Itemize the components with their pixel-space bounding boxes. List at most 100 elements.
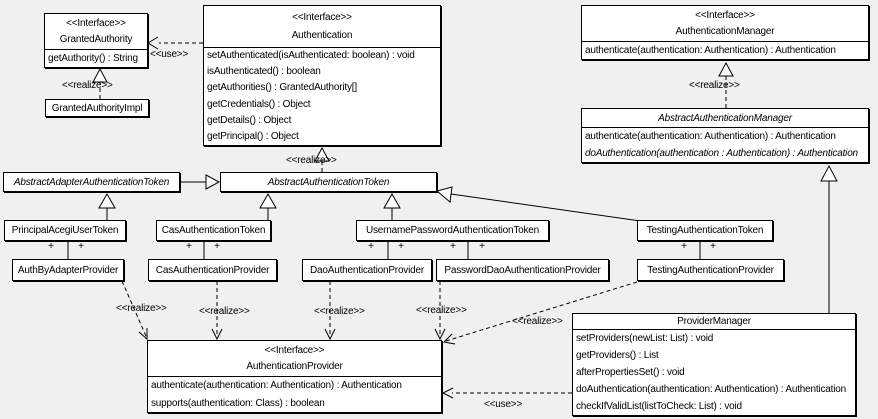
method-signature: doAuthentication(authentication : Authen… xyxy=(585,148,858,159)
class-name: GrantedAuthorityImpl xyxy=(51,102,143,114)
association-plus: + xyxy=(398,241,404,252)
class-testing-authentication-token: TestingAuthenticationToken xyxy=(637,220,773,241)
class-dao-authentication-provider: DaoAuthenticationProvider xyxy=(302,259,432,281)
method-signature: getPrincipal() : Object xyxy=(207,130,299,142)
edge-label-use: <<use>> xyxy=(484,399,523,410)
method-signature: isAuthenticated() : boolean xyxy=(207,66,321,78)
class-name: AuthenticationManager xyxy=(675,25,775,37)
class-name: ProviderManager xyxy=(677,316,751,327)
class-name: AbstractAuthenticationToken xyxy=(267,176,390,188)
class-cas-authentication-provider: CasAuthenticationProvider xyxy=(148,259,277,281)
edge-generalization-castoken xyxy=(259,192,277,220)
association-plus: + xyxy=(450,241,456,252)
association-plus: + xyxy=(479,241,485,252)
edge-generalization-usernamepasswordtoken xyxy=(383,192,401,220)
class-testing-authentication-provider: TestingAuthenticationProvider xyxy=(637,259,784,281)
method-signature: authenticate(authentication: Authenticat… xyxy=(151,380,402,391)
class-abstract-authentication-token: AbstractAuthenticationToken xyxy=(220,172,437,192)
stereotype-label: <<Interface>> xyxy=(264,345,325,357)
edge-label-realize: <<realize>> xyxy=(286,155,337,166)
class-name: UsernamePasswordAuthenticationToken xyxy=(365,225,540,236)
association-plus: + xyxy=(681,241,687,252)
edge-realize-casprovider xyxy=(211,281,223,341)
class-header: <<Interface>> AuthenticationProvider xyxy=(148,341,441,376)
method-signature: getCredentials() : Object xyxy=(207,98,311,110)
method-signature: getAuthorities() : GrantedAuthority[] xyxy=(207,82,357,94)
association-plus: + xyxy=(710,241,716,252)
class-auth-by-adapter-provider: AuthByAdapterProvider xyxy=(12,259,124,281)
class-header: AbstractAuthenticationManager xyxy=(582,109,868,127)
edge-realize-daoprovider xyxy=(324,281,336,341)
method-signature: authenticate(authentication: Authenticat… xyxy=(585,131,836,142)
class-header: <<Interface>> Authentication xyxy=(204,6,440,47)
edge-realize-abstracttoken-authentication xyxy=(314,146,330,172)
class-name: AbstractAuthenticationManager xyxy=(658,112,792,124)
class-name: TestingAuthenticationProvider xyxy=(647,264,774,276)
method-signature: getAuthority() : String xyxy=(48,53,138,64)
edge-realize-passworddaoprovider xyxy=(434,281,446,341)
class-name: AuthenticationProvider xyxy=(246,360,343,372)
association-plus: + xyxy=(48,241,54,252)
class-name: CasAuthenticationToken xyxy=(161,225,266,236)
stereotype-label: <<Interface>> xyxy=(292,12,352,24)
edge-label-realize: <<realize>> xyxy=(116,303,167,314)
class-abstract-adapter-authentication-token: AbstractAdapterAuthenticationToken xyxy=(3,172,180,192)
association-plus: + xyxy=(214,241,220,252)
class-cas-authentication-token: CasAuthenticationToken xyxy=(156,220,271,241)
class-name: PrincipalAcegiUserToken xyxy=(11,225,119,236)
method-signature: checkIfValidList(listToCheck: List) : vo… xyxy=(576,401,742,412)
edge-generalization-principaltoken xyxy=(98,192,116,220)
edge-realize-grantedauthorityimpl xyxy=(92,67,108,99)
class-granted-authority: <<Interface>> GrantedAuthority getAuthor… xyxy=(44,13,148,68)
edge-use-authentication-grantedauthority xyxy=(147,36,203,50)
class-name: GrantedAuthority xyxy=(59,33,133,45)
class-header: ProviderManager xyxy=(573,314,855,329)
edge-label-realize: <<realize>> xyxy=(689,80,740,91)
class-principal-acegi-user-token: PrincipalAcegiUserToken xyxy=(4,220,126,241)
edge-label-use: <<use>> xyxy=(150,49,189,60)
association-plus: + xyxy=(186,241,192,252)
edge-label-realize: <<realize>> xyxy=(314,306,365,317)
method-signature: authenticate(authentication: Authenticat… xyxy=(585,45,836,56)
edge-realize-abstractmanager-authenticationmanager xyxy=(718,61,734,108)
method-signature: setAuthenticated(isAuthenticated: boolea… xyxy=(207,50,415,61)
class-name: AuthByAdapterProvider xyxy=(17,264,119,276)
method-signature: supports(authentication: Class) : boolea… xyxy=(151,397,325,409)
class-provider-manager: ProviderManager setProviders(newList: Li… xyxy=(572,313,856,416)
edge-label-realize: <<realize>> xyxy=(416,305,467,316)
method-signature: getDetails() : Object xyxy=(207,114,292,126)
edge-label-realize: <<realize>> xyxy=(199,306,250,317)
association-plus: + xyxy=(78,241,84,252)
class-authentication: <<Interface>> Authentication setAuthenti… xyxy=(203,5,441,146)
class-abstract-authentication-manager: AbstractAuthenticationManager authentica… xyxy=(581,108,869,163)
class-header: <<Interface>> GrantedAuthority xyxy=(45,14,147,49)
edge-realize-testingprovider xyxy=(442,281,638,345)
class-granted-authority-impl: GrantedAuthorityImpl xyxy=(45,99,149,117)
class-password-dao-authentication-provider: PasswordDaoAuthenticationProvider xyxy=(436,259,609,281)
edge-generalization-adaptertoken-to-abstracttoken xyxy=(180,174,221,190)
edge-label-realize: <<realize>> xyxy=(62,80,113,91)
stereotype-label: <<Interface>> xyxy=(695,10,755,22)
edge-generalization-testingtoken xyxy=(435,186,641,222)
class-authentication-manager: <<Interface>> AuthenticationManager auth… xyxy=(581,5,869,60)
class-name: PasswordDaoAuthenticationProvider xyxy=(444,264,601,276)
class-name: Authentication xyxy=(291,29,353,41)
class-name: TestingAuthenticationToken xyxy=(646,225,764,236)
class-authentication-provider: <<Interface>> AuthenticationProvider aut… xyxy=(147,340,442,413)
edge-use-providermanager-authenticationprovider xyxy=(441,387,572,399)
edge-label-realize: <<realize>> xyxy=(512,316,563,327)
edge-realize-authbyadapterprovider xyxy=(121,280,148,341)
class-name: AbstractAdapterAuthenticationToken xyxy=(13,176,170,188)
class-username-password-authentication-token: UsernamePasswordAuthenticationToken xyxy=(356,220,549,241)
stereotype-label: <<Interface>> xyxy=(66,18,126,30)
edge-generalization-providermanager xyxy=(820,164,838,313)
class-header: <<Interface>> AuthenticationManager xyxy=(582,6,868,41)
method-signature: afterPropertiesSet() : void xyxy=(576,367,685,378)
association-plus: + xyxy=(368,241,374,252)
method-signature: setProviders(newList: List) : void xyxy=(576,333,714,344)
method-signature: doAuthentication(authentication: Authent… xyxy=(576,384,846,395)
class-name: CasAuthenticationProvider xyxy=(155,264,270,276)
method-signature: getProviders() : List xyxy=(576,350,659,361)
